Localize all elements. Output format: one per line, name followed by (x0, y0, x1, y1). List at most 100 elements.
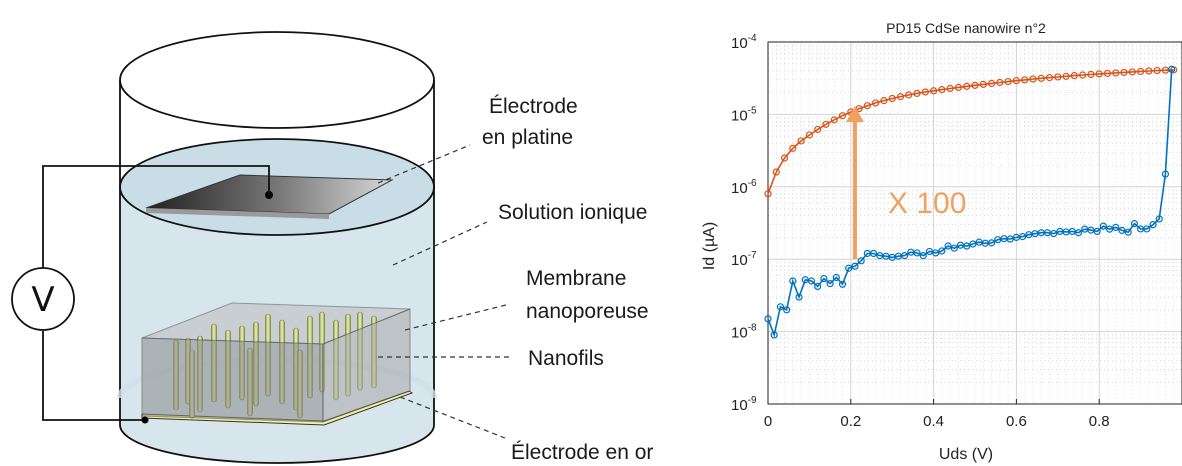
data-point (1087, 70, 1095, 79)
membrane-front (141, 337, 324, 423)
data-point (1105, 225, 1114, 233)
series-line-1 (767, 69, 1174, 195)
wire-bottom (42, 331, 145, 421)
data-point (905, 91, 913, 99)
data-point (1136, 67, 1145, 76)
data-point (1128, 68, 1136, 76)
platinum-plate-edge (146, 208, 329, 219)
label-electrode-platine-2: en platine (482, 126, 573, 149)
data-point (969, 240, 977, 248)
plot-frame (767, 41, 1182, 405)
data-point (1029, 75, 1037, 83)
data-point (954, 83, 963, 92)
data-point (857, 257, 865, 265)
data-point (776, 303, 785, 311)
wire-top (42, 165, 270, 268)
label-nanoporeuse: nanoporeuse (526, 300, 649, 323)
leader-gold (399, 396, 506, 439)
data-point (1112, 223, 1120, 231)
y-tick-label: 10-6 (731, 178, 757, 197)
data-point (944, 242, 952, 250)
data-point (789, 277, 797, 285)
y-tick-label: 10-4 (731, 33, 757, 52)
data-point (822, 120, 830, 128)
data-point (845, 264, 853, 272)
data-point (1168, 65, 1176, 73)
x-tick-label: 0.4 (923, 413, 944, 430)
data-point (830, 116, 838, 124)
data-point (979, 80, 987, 88)
data-point (1074, 229, 1083, 237)
data-point (814, 125, 822, 134)
data-point (1021, 76, 1029, 84)
membrane-side (322, 308, 411, 423)
data-point (1050, 229, 1058, 238)
data-point (1099, 222, 1107, 230)
data-point (913, 249, 921, 257)
annotation-label: X 100 (888, 187, 966, 220)
data-point (901, 252, 909, 260)
data-point (1037, 74, 1045, 82)
x-tick-label: 0.8 (1089, 413, 1110, 430)
data-point (946, 84, 954, 93)
data-point (838, 280, 847, 288)
data-point (1112, 69, 1120, 77)
label-electrode-or: Électrode en or (511, 441, 653, 464)
data-point (932, 249, 940, 257)
data-point (1161, 170, 1170, 178)
data-point (789, 144, 797, 152)
electrochemical-cell-diagram: V Électrode en platine Solution ionique … (11, 31, 653, 464)
data-point (1019, 233, 1027, 241)
data-point (1079, 71, 1087, 79)
voltmeter-label: V (31, 280, 54, 320)
data-point (913, 89, 921, 98)
chart-title: PD15 CdSe nanowire n°2 (886, 20, 1046, 36)
x-axis-label: Uds (V) (939, 446, 993, 463)
data-point (838, 112, 847, 120)
data-point (888, 94, 896, 103)
series-line-2 (767, 69, 1173, 338)
leader-platinum (377, 144, 471, 184)
data-point (764, 315, 772, 323)
data-point (814, 282, 822, 291)
data-point (1103, 69, 1112, 78)
label-solution-ionique: Solution ionique (498, 201, 647, 224)
data-point (872, 99, 880, 107)
data-point (1012, 77, 1021, 85)
data-point (1149, 221, 1157, 229)
y-tick-label: 10-5 (731, 105, 757, 124)
data-point (971, 81, 979, 89)
data-point (851, 262, 859, 270)
data-point (1095, 70, 1103, 78)
data-point (826, 280, 834, 288)
data-point (963, 242, 971, 250)
data-point (832, 273, 840, 282)
data-point (919, 252, 927, 260)
label-membrane: Membrane (526, 267, 626, 290)
label-nanofils: Nanofils (528, 347, 604, 370)
data-point (921, 88, 929, 96)
data-point (869, 249, 878, 258)
data-point (1070, 72, 1078, 80)
data-point (1004, 77, 1012, 86)
data-point (1153, 66, 1161, 75)
data-point (880, 97, 888, 105)
beaker-rim (119, 31, 435, 129)
data-point (1062, 72, 1070, 80)
data-point (807, 277, 816, 285)
data-point (950, 244, 958, 252)
label-electrode-platine-1: Électrode (489, 95, 578, 118)
data-point (805, 131, 814, 139)
data-point (820, 274, 828, 283)
wire-contact-bottom (141, 416, 149, 424)
x-tick-label: 0 (764, 413, 772, 430)
data-point (1045, 74, 1054, 82)
data-point (764, 190, 772, 198)
data-point (896, 93, 905, 101)
data-point (1054, 73, 1062, 81)
data-point (987, 239, 996, 247)
data-point (863, 102, 871, 110)
voltmeter-circle (11, 267, 75, 331)
data-point (1120, 68, 1128, 77)
